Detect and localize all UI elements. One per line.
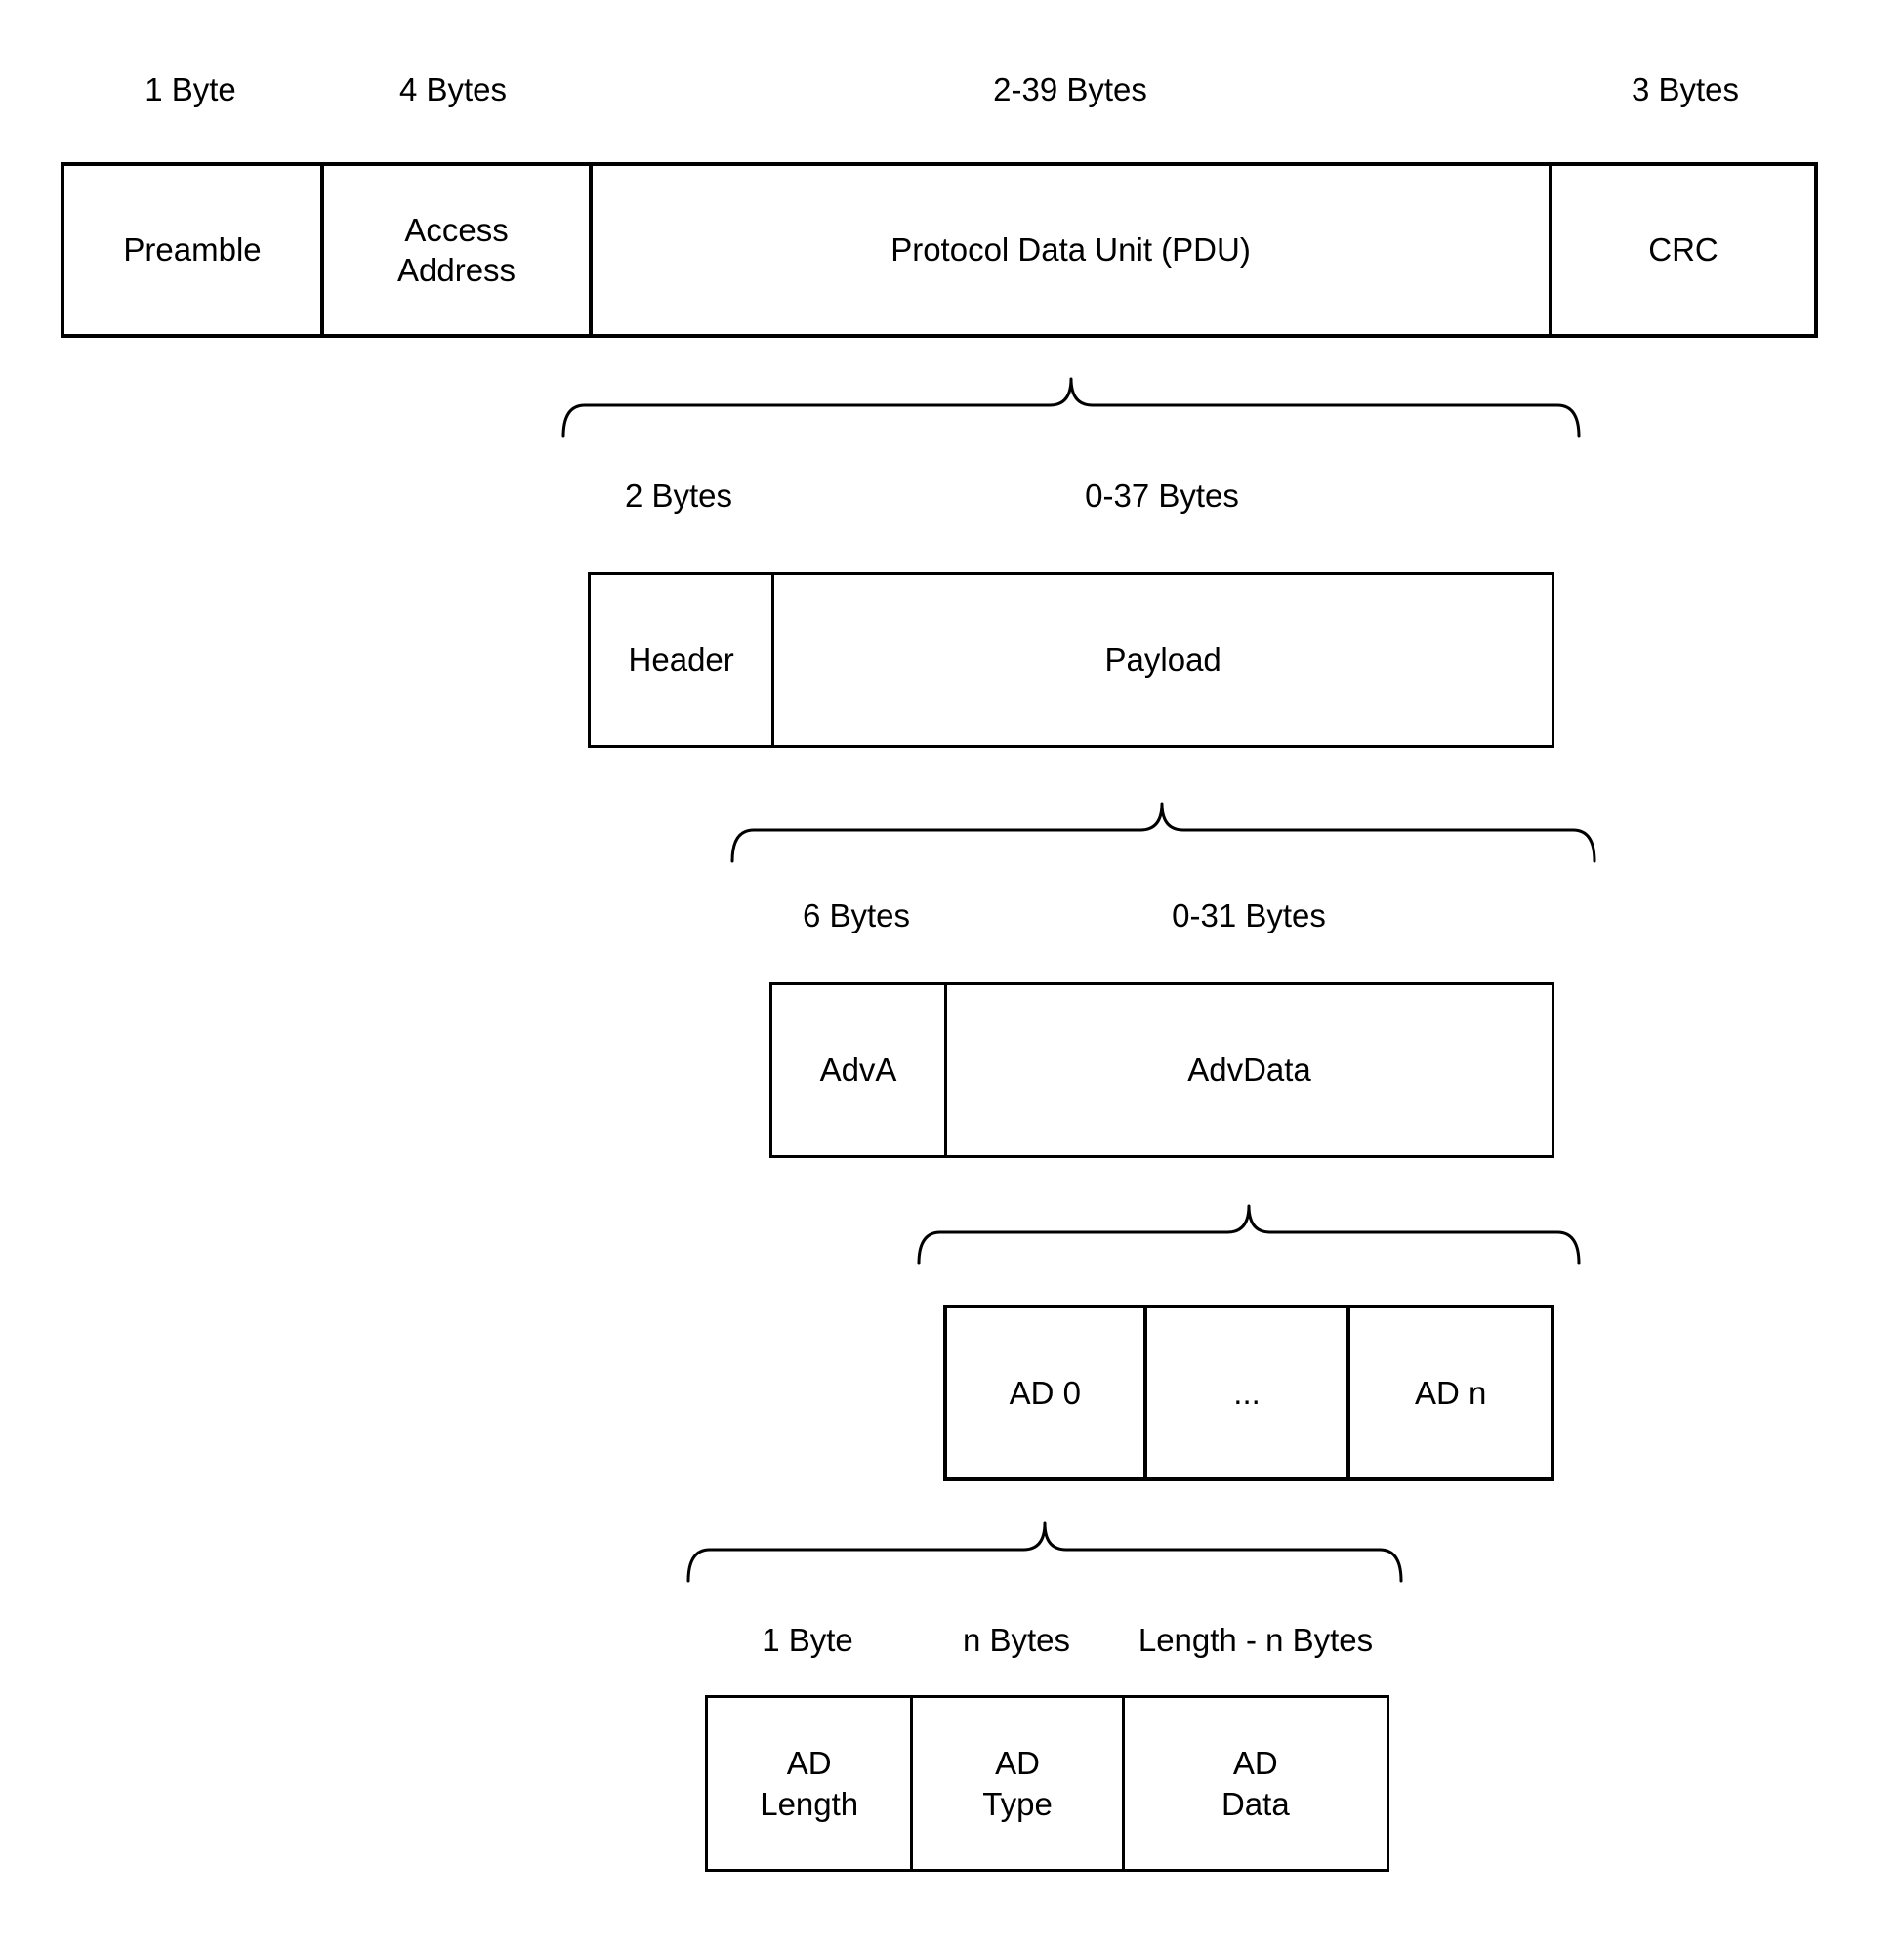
cell-advdata: AdvData: [944, 985, 1552, 1155]
size-label-header: 2 Bytes: [624, 477, 733, 514]
size-label-access-address: 4 Bytes: [398, 71, 508, 107]
size-label-payload: 0-37 Bytes: [1085, 477, 1239, 514]
brace-pdu: [561, 377, 1581, 438]
cell-crc-label: CRC: [1648, 231, 1718, 269]
cell-payload-label: Payload: [1104, 642, 1221, 679]
ad-type-line-2: Type: [982, 1785, 1053, 1822]
cell-ad-data-label: AD Data: [1221, 1743, 1290, 1824]
cell-advdata-label: AdvData: [1187, 1052, 1311, 1089]
cell-adva-label: AdvA: [819, 1052, 897, 1089]
payload-row: AdvA AdvData: [769, 982, 1554, 1158]
brace-ad0: [686, 1521, 1403, 1583]
size-label-advdata: 0-31 Bytes: [1172, 897, 1326, 933]
cell-access-address: Access Address: [320, 166, 589, 334]
size-label-ad-type: n Bytes: [962, 1622, 1071, 1658]
ad-structure-row: AD Length AD Type AD Data: [705, 1695, 1389, 1872]
size-label-ad-length: 1 Byte: [762, 1622, 853, 1658]
brace-advdata: [917, 1204, 1581, 1265]
cell-ad0: AD 0: [947, 1308, 1143, 1477]
size-label-preamble: 1 Byte: [145, 71, 236, 107]
cell-crc: CRC: [1549, 166, 1814, 334]
cell-header-label: Header: [628, 642, 734, 679]
pdu-row: Header Payload: [588, 572, 1554, 748]
cell-pdu-label: Protocol Data Unit (PDU): [890, 231, 1251, 269]
cell-pdu: Protocol Data Unit (PDU): [589, 166, 1549, 334]
cell-ad-length-label: AD Length: [760, 1743, 858, 1824]
ad-length-line-2: Length: [760, 1785, 859, 1822]
cell-ad-type-label: AD Type: [982, 1743, 1053, 1824]
cell-payload: Payload: [771, 575, 1552, 745]
cell-header: Header: [591, 575, 771, 745]
cell-ad-length: AD Length: [708, 1698, 910, 1869]
cell-preamble-label: Preamble: [123, 231, 262, 269]
cell-preamble: Preamble: [64, 166, 320, 334]
cell-adn-label: AD n: [1414, 1374, 1487, 1411]
cell-ad-ellipsis-label: ...: [1233, 1374, 1261, 1411]
cell-ad-data: AD Data: [1121, 1698, 1387, 1869]
cell-ad-ellipsis: ...: [1142, 1308, 1347, 1477]
brace-payload: [730, 802, 1596, 863]
size-label-crc: 3 Bytes: [1631, 71, 1740, 107]
cell-ad-type: AD Type: [910, 1698, 1121, 1869]
packet-row: Preamble Access Address Protocol Data Un…: [61, 162, 1818, 338]
size-label-adva: 6 Bytes: [802, 897, 911, 933]
advdata-row: AD 0 ... AD n: [943, 1305, 1554, 1481]
access-line-1: Access: [404, 211, 509, 248]
cell-ad0-label: AD 0: [1009, 1374, 1082, 1411]
cell-adva: AdvA: [772, 985, 944, 1155]
ad-data-line-1: AD: [1232, 1745, 1278, 1782]
size-label-ad-data: Length - n Bytes: [1138, 1622, 1374, 1658]
access-line-2: Address: [397, 252, 517, 288]
cell-adn: AD n: [1346, 1308, 1551, 1477]
ad-type-line-1: AD: [995, 1745, 1040, 1782]
size-label-pdu: 2-39 Bytes: [993, 71, 1147, 107]
cell-access-address-label: Access Address: [397, 210, 516, 291]
ad-data-line-2: Data: [1221, 1785, 1290, 1822]
ad-length-line-1: AD: [786, 1745, 832, 1782]
